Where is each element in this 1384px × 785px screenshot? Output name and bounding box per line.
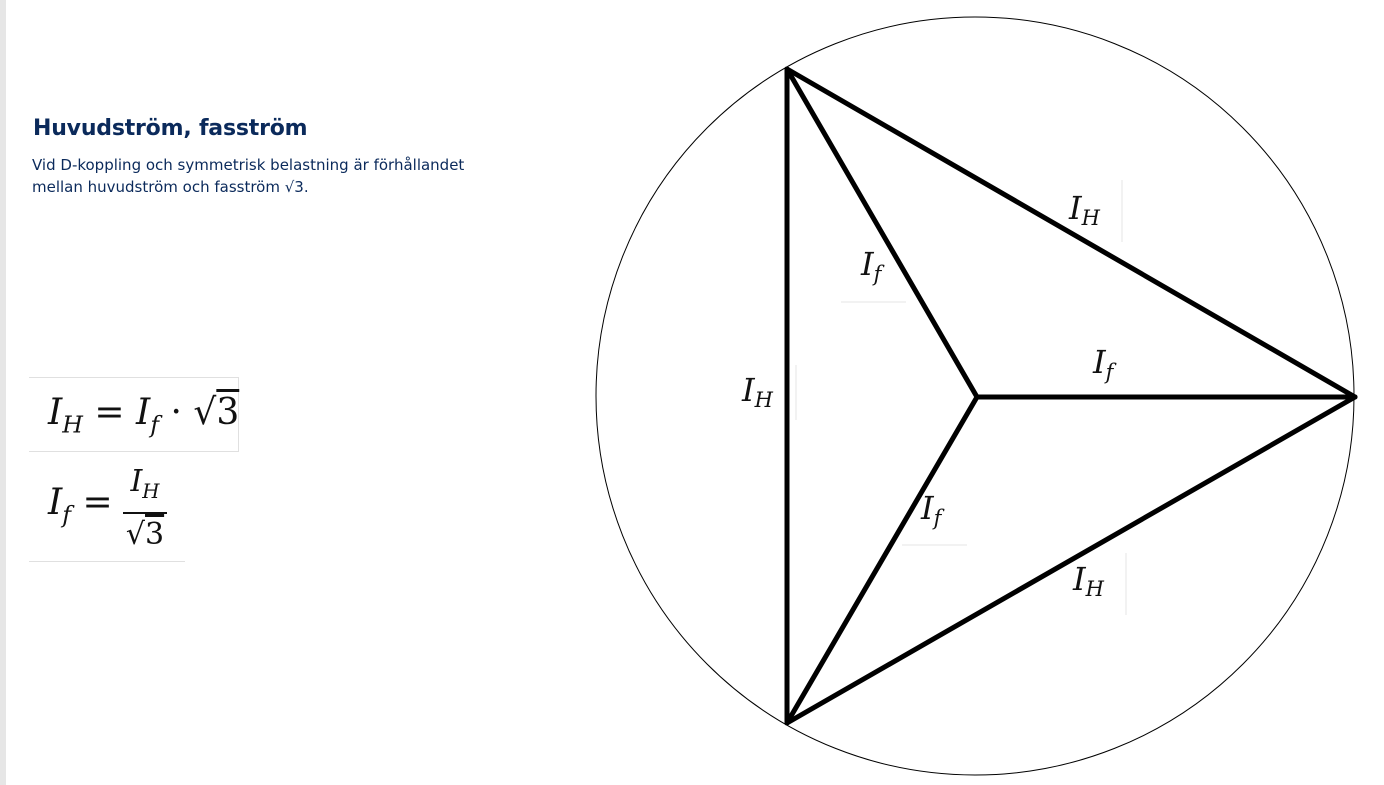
formula2-equals: = bbox=[71, 482, 113, 523]
label-ih-left: IH bbox=[741, 371, 774, 412]
formula2-fraction: IH √3 bbox=[123, 464, 167, 553]
description-text: Vid D-koppling och symmetrisk belastning… bbox=[32, 156, 465, 196]
formula-line-current: IH = If · √3 bbox=[29, 377, 239, 452]
formula1-sqrt-arg: 3 bbox=[216, 392, 240, 433]
page-title: Huvudström, fasström bbox=[33, 116, 308, 141]
label-if-lower: If bbox=[920, 489, 945, 530]
formula-phase-current: If = IH √3 bbox=[29, 451, 185, 562]
label-if-right: If bbox=[1092, 343, 1117, 384]
triangle-top-side bbox=[784, 66, 1358, 400]
label-if-upper: If bbox=[860, 245, 885, 286]
formula1-sqrt-sign: √ bbox=[193, 392, 217, 433]
inner-line-upper bbox=[784, 66, 980, 400]
formula1-lhs: IH bbox=[48, 392, 83, 439]
formula1-rhs: If bbox=[136, 392, 160, 439]
formula1-equals: = bbox=[82, 392, 137, 433]
label-ih-bottom: IH bbox=[1072, 560, 1105, 601]
formula2-lhs: If bbox=[48, 482, 72, 529]
formula2-numerator: IH bbox=[130, 464, 160, 503]
formula1-times: · bbox=[159, 392, 194, 433]
inner-line-lower bbox=[784, 394, 980, 726]
label-ih-top: IH bbox=[1068, 189, 1101, 230]
triangle-bottom-side bbox=[784, 394, 1358, 726]
formula2-denominator: √3 bbox=[125, 516, 165, 552]
formula2-fraction-bar bbox=[123, 511, 167, 514]
left-rail bbox=[0, 0, 6, 785]
